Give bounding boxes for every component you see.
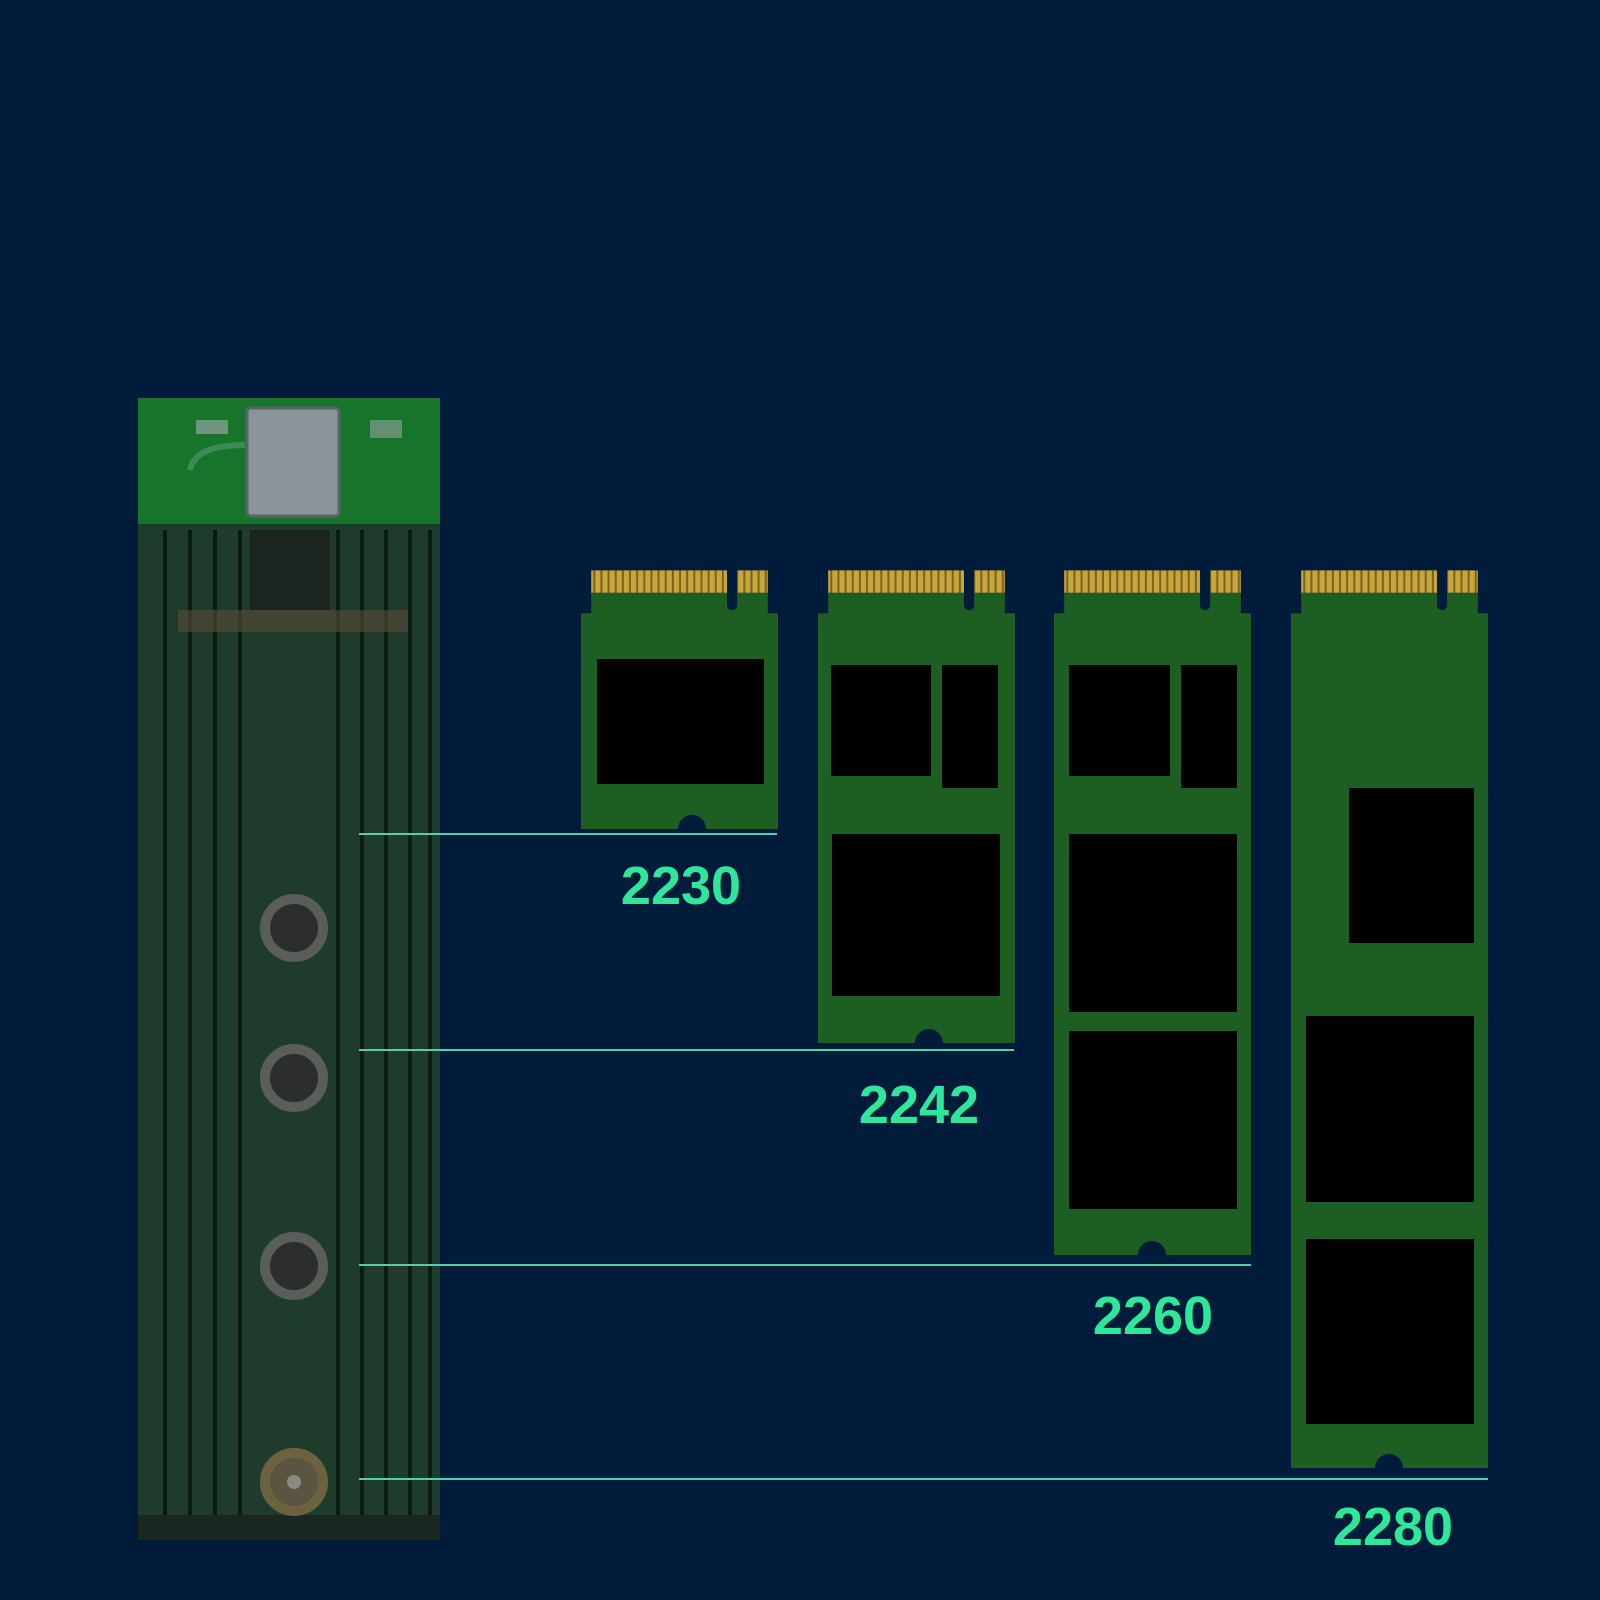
nand-chip [1306,1239,1474,1424]
ssd-2230 [581,570,778,829]
nand-chip [1069,834,1237,1012]
ssd-2280 [1291,570,1488,1468]
size-label-2242: 2242 [858,1075,980,1135]
controller-chip [1069,665,1170,776]
length-guide-lines [359,833,1488,1480]
ssd-2242 [818,570,1015,1043]
size-label-2280: 2280 [1332,1497,1454,1557]
usb-c-port-icon [245,406,341,518]
size-label-2230: 2230 [620,856,742,916]
ssd-2260 [1054,570,1251,1255]
dram-chip [942,665,998,788]
heatsink-fins [163,530,432,1535]
dram-chip [1181,665,1237,788]
nand-chip [597,659,764,784]
nand-chip [1069,1031,1237,1209]
controller-chip [831,665,931,776]
m2-enclosure [138,398,440,1540]
controller-chip [1349,788,1474,943]
nand-chip [832,834,1000,996]
nand-chip [1306,1016,1474,1202]
size-label-2260: 2260 [1092,1286,1214,1346]
screw-standoffs [260,894,328,1516]
heatsink-body [138,524,440,1540]
